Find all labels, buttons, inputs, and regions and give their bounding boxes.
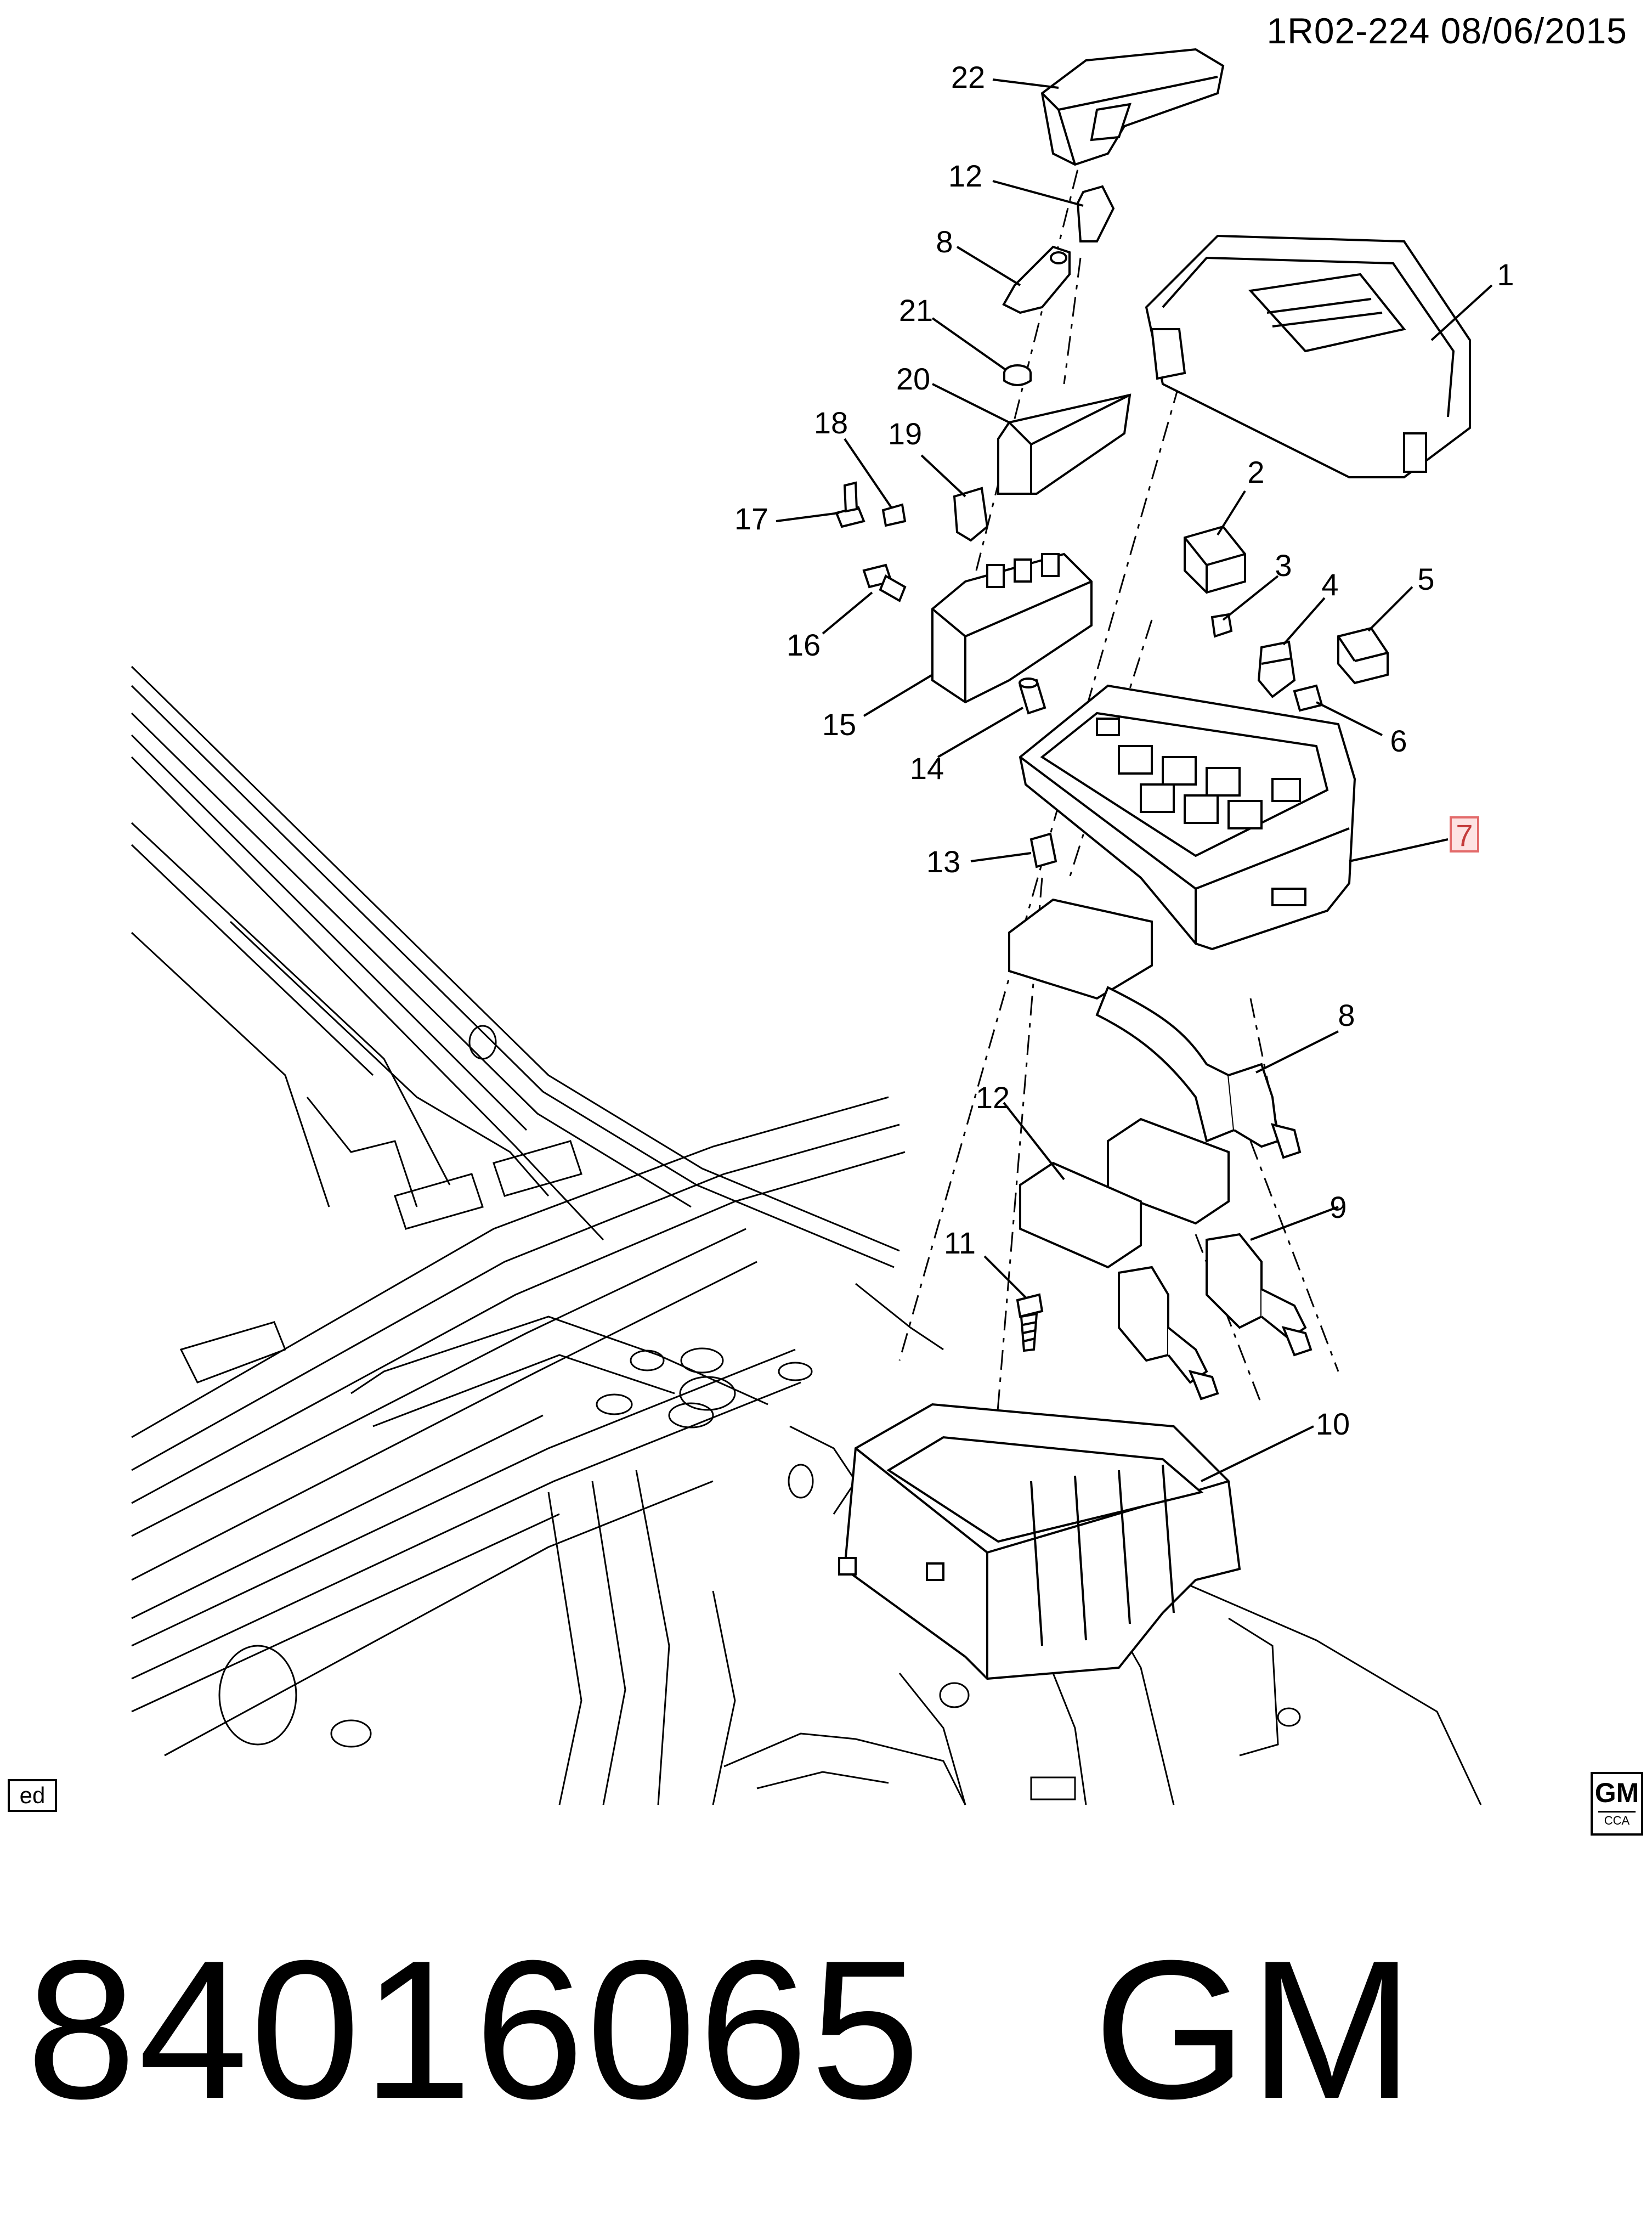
component-clip-18 xyxy=(881,503,907,527)
callout-label: 19 xyxy=(888,416,922,451)
callout-label: 20 xyxy=(896,362,930,396)
callout-label: 2 xyxy=(1247,455,1264,489)
component-bolt-11 xyxy=(1016,1293,1044,1352)
callout-label: 4 xyxy=(1321,567,1338,602)
component-bracket-15 xyxy=(931,552,1093,704)
component-bolt-16 xyxy=(862,563,907,602)
component-tray-10 xyxy=(838,1403,1241,1680)
callout-label: 13 xyxy=(926,844,960,879)
brand-name: GM xyxy=(1093,1920,1416,2140)
ed-label-box: ed xyxy=(8,1779,57,1812)
component-fuse-block-7 xyxy=(1019,684,1356,951)
component-relay-2 xyxy=(1184,525,1246,594)
callout-label: 3 xyxy=(1275,548,1292,583)
callout-label: 15 xyxy=(822,707,856,742)
component-terminal-8-upper xyxy=(1002,245,1071,314)
component-spacer-14 xyxy=(1019,678,1046,715)
vehicle-body-outline xyxy=(131,665,1482,1805)
component-harness-12-lower xyxy=(1019,1161,1219,1401)
component-clip-19 xyxy=(953,487,989,542)
callout-label: 11 xyxy=(944,1226,976,1260)
component-harness-8 xyxy=(1008,898,1302,1159)
component-terminal-12-upper xyxy=(1076,185,1115,242)
callout-label: 21 xyxy=(899,293,933,328)
component-cover-22 xyxy=(1040,48,1225,166)
callout-leader-lines xyxy=(776,78,1493,1482)
callout-label: 8 xyxy=(936,224,953,259)
highlighted-callout-box xyxy=(1450,816,1479,853)
callout-label: 9 xyxy=(1329,1190,1347,1224)
component-stud-17 xyxy=(835,481,865,528)
component-harness-9 xyxy=(1107,1117,1312,1357)
callout-label: 1 xyxy=(1497,257,1514,292)
callout-label: 22 xyxy=(951,60,985,94)
callout-label: 14 xyxy=(910,751,944,786)
component-fuse-4 xyxy=(1257,640,1296,698)
callout-label: 16 xyxy=(787,628,821,662)
callout-label: 17 xyxy=(734,501,768,536)
component-fuse-6 xyxy=(1293,684,1323,712)
component-relay-5 xyxy=(1337,626,1389,685)
component-bracket-20 xyxy=(997,393,1131,495)
callout-label: 6 xyxy=(1390,724,1407,758)
callout-label: 12 xyxy=(948,159,982,193)
callout-label-highlighted: 7 xyxy=(1456,818,1473,853)
component-cover-1 xyxy=(1145,234,1471,478)
component-nut-13 xyxy=(1029,832,1057,868)
callout-label: 8 xyxy=(1338,998,1355,1032)
gm-logo: GM CCA xyxy=(1591,1772,1643,1836)
component-fuse-3 xyxy=(1210,613,1233,638)
callout-label: 18 xyxy=(814,405,848,440)
gm-logo-text: GM xyxy=(1594,1777,1639,1808)
diagram-code-date: 1R02-224 08/06/2015 xyxy=(1266,10,1627,51)
part-number-caption: 84016065 GM xyxy=(26,1920,1416,2139)
callout-label: 12 xyxy=(976,1080,1010,1115)
part-number: 84016065 xyxy=(26,1920,923,2140)
exploded-parts-diagram: 22 12 8 21 20 18 19 17 16 15 14 13 1 2 3… xyxy=(131,48,1514,1805)
callout-labels: 22 12 8 21 20 18 19 17 16 15 14 13 1 2 3… xyxy=(734,60,1514,1441)
callout-label: 5 xyxy=(1417,562,1434,596)
gm-logo-sub: CCA xyxy=(1598,1811,1636,1829)
component-nut-21 xyxy=(1003,364,1032,386)
callout-label: 10 xyxy=(1316,1407,1350,1441)
